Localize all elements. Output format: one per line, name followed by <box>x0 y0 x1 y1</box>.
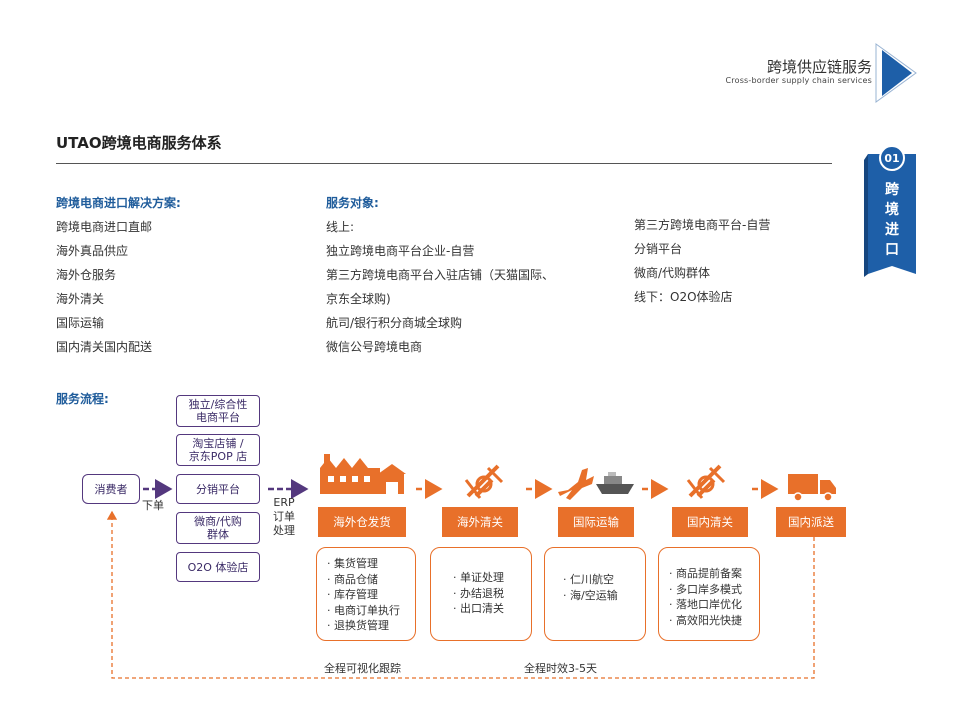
erp-label: ERP 订单 处理 <box>273 496 295 537</box>
step-overseas-customs: 海外清关 <box>442 507 518 537</box>
service-target-item: 线下：O2O体验店 <box>634 290 733 304</box>
header-title: 跨境供应链服务 <box>766 58 872 76</box>
channel-box: 分销平台 <box>176 474 260 504</box>
step-details: · 商品提前备案 · 多口岸多模式 · 落地口岸优化 · 高效阳光快捷 <box>658 547 760 641</box>
service-target-item: 航司/银行积分商城全球购 <box>326 316 463 330</box>
consumer-box: 消费者 <box>82 474 140 504</box>
step-domestic-customs: 国内清关 <box>672 507 748 537</box>
service-targets-heading: 服务对象: <box>326 196 379 210</box>
channel-box: 淘宝店铺 /京东POP 店 <box>176 434 260 466</box>
service-target-item: 独立跨境电商平台企业-自营 <box>326 244 475 258</box>
header-chevron-icon <box>875 43 917 103</box>
order-label: 下单 <box>142 499 164 512</box>
customs-icon <box>686 464 726 499</box>
tracking-label: 全程可视化跟踪 <box>324 662 401 675</box>
step-details: · 集货管理 · 商品仓储 · 库存管理 · 电商订单执行 · 退换货管理 <box>316 547 416 641</box>
channel-box: O2O 体验店 <box>176 552 260 582</box>
warehouse-icon <box>320 454 406 494</box>
solution-item: 海外仓服务 <box>56 268 117 282</box>
solution-item: 国内清关国内配送 <box>56 340 153 354</box>
solution-item: 海外真品供应 <box>56 244 129 258</box>
badge-label: 跨 境 进 口 <box>885 182 899 258</box>
service-target-item: 微商/代购群体 <box>634 266 711 280</box>
category-badge: 01 跨 境 进 口 <box>862 140 922 282</box>
service-target-item: 第三方跨境电商平台入驻店铺（天猫国际、 <box>326 268 555 282</box>
service-target-item: 第三方跨境电商平台-自营 <box>634 218 771 232</box>
step-domestic-delivery: 国内派送 <box>776 507 846 537</box>
truck-icon <box>788 474 836 502</box>
page-title: UTAO跨境电商服务体系 <box>56 134 222 152</box>
solution-item: 跨境电商进口直邮 <box>56 220 153 234</box>
service-target-item: 线上: <box>326 220 355 234</box>
badge-number: 01 <box>879 145 905 171</box>
solution-item: 国际运输 <box>56 316 105 330</box>
service-target-item: 京东全球购) <box>326 292 391 306</box>
header-subtitle: Cross-border supply chain services <box>725 76 872 85</box>
service-target-item: 分销平台 <box>634 242 683 256</box>
channel-box: 微商/代购群体 <box>176 512 260 544</box>
service-target-item: 微信公号跨境电商 <box>326 340 423 354</box>
airplane-ship-icon <box>558 468 634 500</box>
step-details: · 单证处理 · 办结退税 · 出口清关 <box>430 547 532 641</box>
channel-box: 独立/综合性电商平台 <box>176 395 260 427</box>
flow-heading: 服务流程: <box>56 392 109 406</box>
step-international-transport: 国际运输 <box>558 507 634 537</box>
solutions-heading: 跨境电商进口解决方案: <box>56 196 181 210</box>
step-overseas-warehouse: 海外仓发货 <box>318 507 406 537</box>
solution-item: 海外清关 <box>56 292 105 306</box>
duration-label: 全程时效3-5天 <box>524 662 597 675</box>
step-details: · 仁川航空 · 海/空运输 <box>544 547 646 641</box>
customs-icon <box>464 464 504 499</box>
title-divider <box>56 163 832 164</box>
